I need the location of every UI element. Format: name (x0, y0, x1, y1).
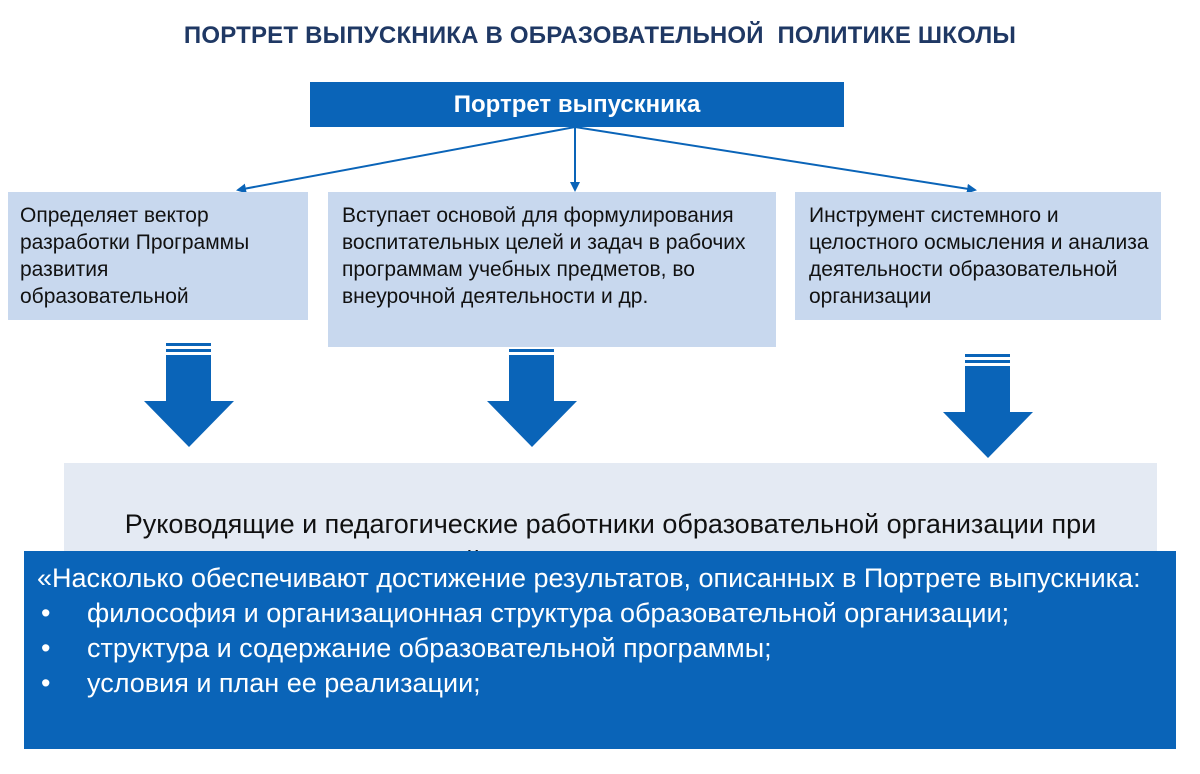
card-text: Инструмент системного и целостного осмыс… (809, 204, 1149, 308)
card-text: Определяет вектор разработки Программы р… (20, 204, 250, 308)
list-item: • условия и план ее реализации; (37, 666, 1167, 701)
bullet-icon: • (41, 633, 51, 663)
connector-line-left (236, 126, 576, 194)
list-item: • философия и организационная структура … (37, 596, 1167, 631)
card-program-vector: Определяет вектор разработки Программы р… (8, 192, 308, 320)
down-arrow-left (144, 343, 234, 447)
card-analysis-tool: Инструмент системного и целостного осмыс… (795, 192, 1161, 320)
connector-line-right (574, 126, 977, 194)
list-item: • структура и содержание образовательной… (37, 631, 1167, 666)
list-item-text: условия и план ее реализации; (87, 668, 481, 698)
answer-lead: «Насколько обеспечивают достижение резул… (37, 563, 1141, 593)
list-item-text: философия и организационная структура об… (87, 598, 1010, 628)
page-title: ПОРТРЕТ ВЫПУСКНИКА В ОБРАЗОВАТЕЛЬНОЙ ПОЛ… (183, 22, 1017, 49)
card-educational-goals: Вступает основой для формулирования восп… (328, 192, 776, 347)
connector-lines (236, 126, 977, 194)
portrait-box: Портрет выпускника (310, 82, 844, 127)
bullet-icon: • (41, 668, 51, 698)
list-item-text: структура и содержание образовательной п… (87, 633, 772, 663)
bullet-icon: • (41, 598, 51, 628)
answer-list: • философия и организационная структура … (37, 596, 1167, 701)
answer-box: «Насколько обеспечивают достижение резул… (24, 551, 1176, 749)
down-arrow-center (487, 343, 577, 447)
card-text: Вступает основой для формулирования восп… (342, 204, 746, 308)
question-box: Руководящие и педагогические работники о… (64, 463, 1157, 576)
down-arrow-right (943, 354, 1033, 458)
